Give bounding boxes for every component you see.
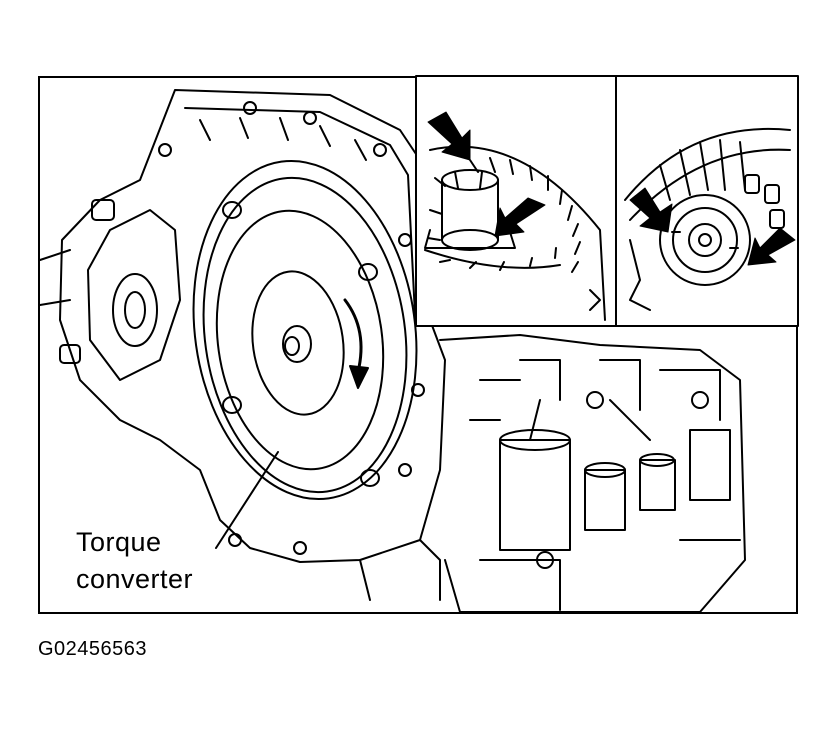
transaxle-housing	[39, 89, 446, 601]
torque-converter-label: Torque converter	[76, 524, 193, 598]
inset1-arrow-right-icon	[494, 197, 546, 237]
torque-converter	[192, 159, 418, 501]
callout-line-1: Torque	[76, 527, 162, 557]
inset-pump-drive	[615, 75, 799, 327]
callout-leader-line	[215, 451, 279, 549]
rotation-arrowhead-icon	[349, 365, 369, 389]
inset-converter-hub	[415, 75, 617, 327]
converter-lug-studs	[222, 201, 380, 487]
rotation-arrow-icon	[343, 298, 363, 374]
inset1-arrow-top-icon	[427, 111, 471, 161]
inset2-arrow-left-icon	[629, 187, 673, 233]
transaxle-case-detail	[439, 334, 746, 613]
figure-code: G02456563	[38, 638, 148, 660]
inset2-arrow-right-icon	[747, 227, 796, 266]
callout-line-2: converter	[76, 564, 194, 594]
